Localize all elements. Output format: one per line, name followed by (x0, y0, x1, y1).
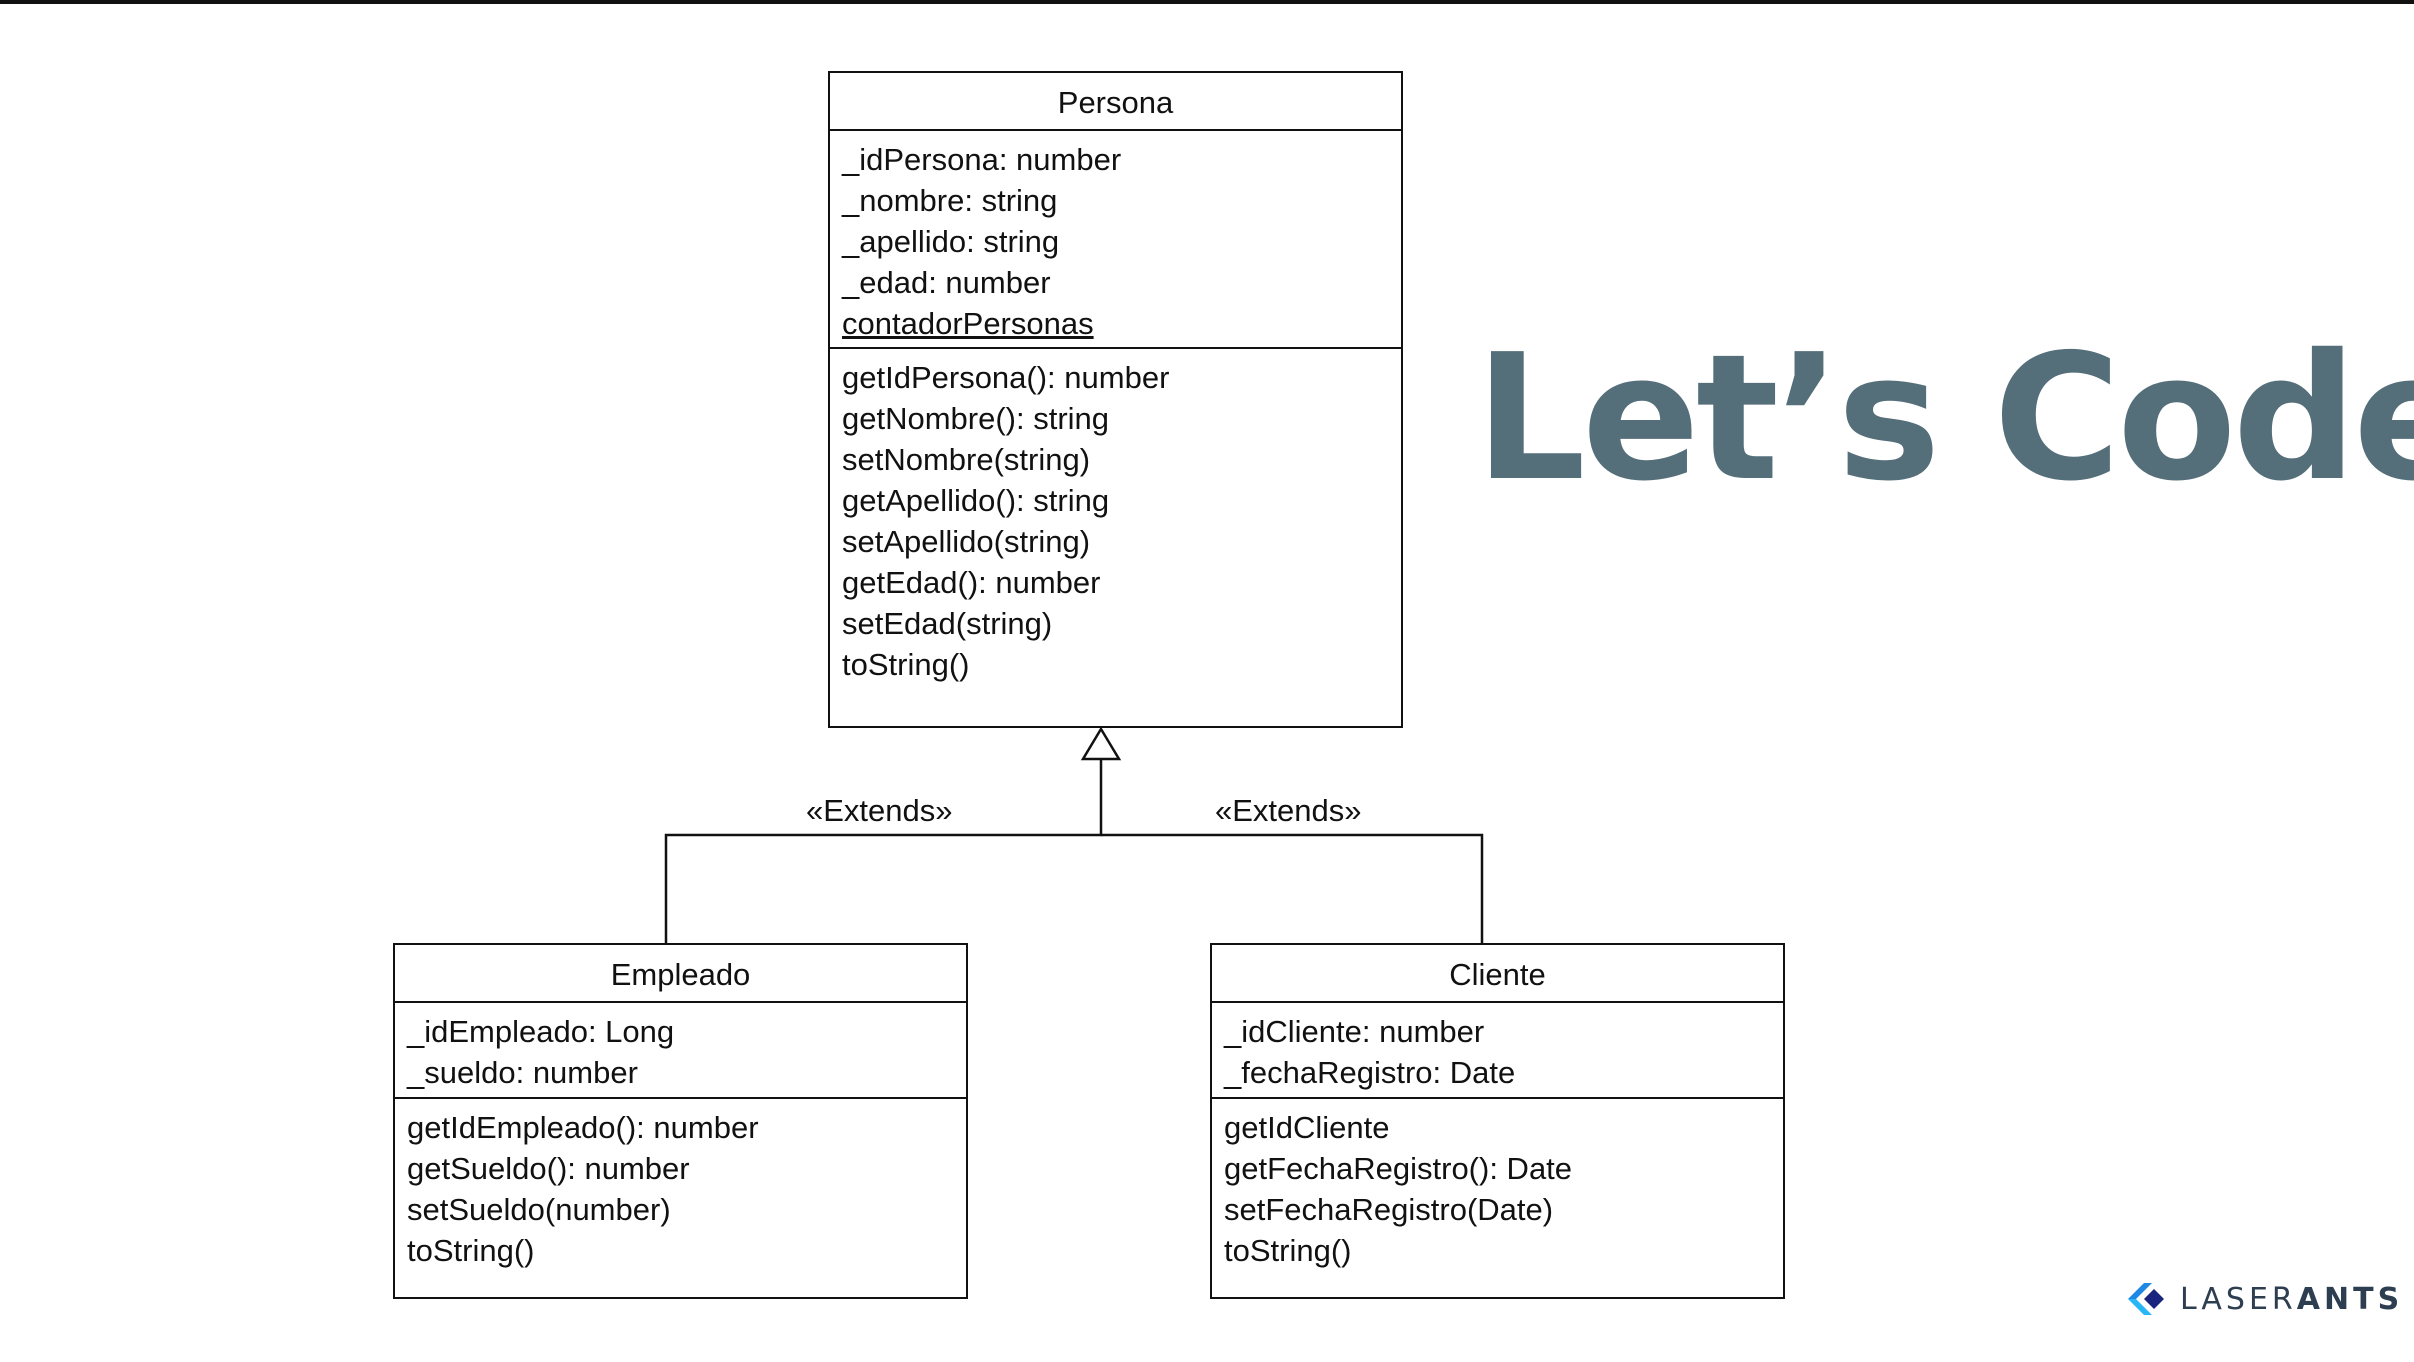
brand-name: LASERANTS (2180, 1282, 2403, 1317)
attributes-compartment: _idCliente: number _fechaRegistro: Date (1212, 1003, 1783, 1099)
attribute: _edad: number (842, 265, 1051, 300)
method: getFechaRegistro(): Date (1224, 1151, 1573, 1186)
method: setEdad(string) (842, 606, 1053, 641)
methods-compartment: getIdEmpleado(): number getSueldo(): num… (395, 1099, 966, 1277)
class-persona[interactable]: Persona _idPersona: number _nombre: stri… (828, 71, 1403, 728)
class-name: Persona (830, 73, 1401, 131)
brand-logo: LASERANTS (2124, 1274, 2403, 1324)
method: toString() (1224, 1233, 1352, 1268)
class-name: Empleado (395, 945, 966, 1003)
lets-code-heading: Let’s Code (1475, 317, 2414, 520)
methods-compartment: getIdPersona(): number getNombre(): stri… (830, 349, 1401, 691)
method: getApellido(): string (842, 483, 1110, 518)
methods-compartment: getIdCliente getFechaRegistro(): Date se… (1212, 1099, 1783, 1277)
method: setFechaRegistro(Date) (1224, 1192, 1554, 1227)
method: getEdad(): number (842, 565, 1101, 600)
method: getSueldo(): number (407, 1151, 690, 1186)
attributes-compartment: _idEmpleado: Long _sueldo: number (395, 1003, 966, 1099)
class-cliente[interactable]: Cliente _idCliente: number _fechaRegistr… (1210, 943, 1785, 1299)
method: setApellido(string) (842, 524, 1091, 559)
attribute: _fechaRegistro: Date (1224, 1055, 1516, 1090)
generalization-arrowhead (1080, 726, 1122, 761)
laserants-logo-icon (2128, 1283, 2164, 1315)
class-empleado[interactable]: Empleado _idEmpleado: Long _sueldo: numb… (393, 943, 968, 1299)
method: getNombre(): string (842, 401, 1110, 436)
attribute: _idEmpleado: Long (407, 1014, 675, 1049)
static-attribute: contadorPersonas (842, 306, 1094, 341)
attribute: _idPersona: number (842, 142, 1122, 177)
brand-name-light: LASER (2180, 1281, 2297, 1317)
method: setSueldo(number) (407, 1192, 671, 1227)
method: getIdCliente (1224, 1110, 1390, 1145)
method: toString() (842, 647, 970, 682)
top-border-line (0, 0, 2414, 4)
method: setNombre(string) (842, 442, 1091, 477)
method: getIdEmpleado(): number (407, 1110, 759, 1145)
class-name: Cliente (1212, 945, 1783, 1003)
extends-label: «Extends» (1215, 793, 1362, 828)
attribute: _idCliente: number (1224, 1014, 1485, 1049)
brand-name-bold: ANTS (2296, 1281, 2404, 1317)
attribute: _nombre: string (842, 183, 1058, 218)
method: getIdPersona(): number (842, 360, 1170, 395)
extends-label: «Extends» (806, 793, 953, 828)
attribute: _apellido: string (842, 224, 1060, 259)
inheritance-line-empleado (664, 759, 1103, 943)
attributes-compartment: _idPersona: number _nombre: string _apel… (830, 131, 1401, 349)
method: toString() (407, 1233, 535, 1268)
inheritance-line-cliente (1101, 833, 1484, 943)
attribute: _sueldo: number (407, 1055, 638, 1090)
